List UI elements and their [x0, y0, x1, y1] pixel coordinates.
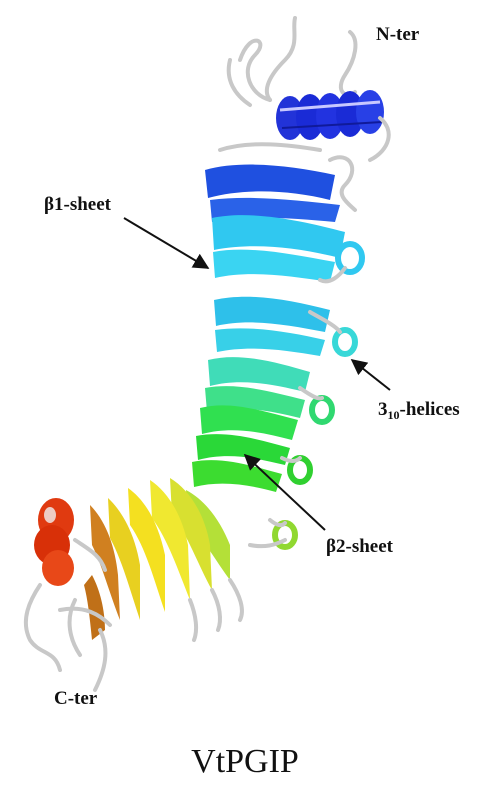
figure-title: VtPGIP: [191, 743, 299, 780]
strands-blue: [205, 165, 340, 222]
c-ter-label: C-ter: [54, 688, 98, 709]
strands-green: [192, 405, 298, 492]
n-terminal-coils: [229, 18, 356, 105]
strands-cyan: [212, 215, 345, 356]
beta2-arrow: [245, 455, 325, 530]
beta1-arrow: [124, 218, 208, 268]
strands-yellow: [108, 478, 230, 620]
n-ter-label: N-ter: [376, 24, 420, 45]
helices-arrow: [352, 360, 390, 390]
n-terminal-helix: [276, 90, 384, 140]
beta2-label: β2-sheet: [326, 536, 394, 557]
helices-label: 310-helices: [378, 399, 460, 422]
beta1-label: β1-sheet: [44, 194, 112, 215]
c-terminal-helix: [34, 498, 74, 586]
